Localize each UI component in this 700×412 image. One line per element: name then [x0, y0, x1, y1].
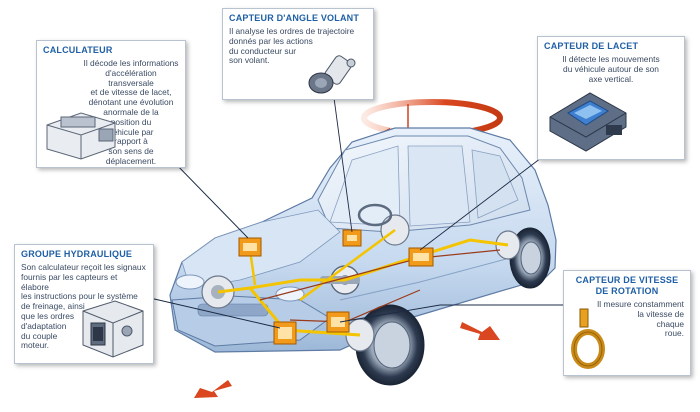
callout-text: Son calculateur reçoit les signaux fourn…	[21, 262, 146, 351]
callout-capteur-angle-volant: CAPTEUR D'ANGLE VOLANT Il analyse les or…	[222, 8, 374, 100]
wheels	[201, 214, 551, 386]
ecu-icon	[46, 112, 116, 160]
motion-arrows	[194, 322, 500, 398]
callout-text: Il mesure constamment la vitesse de chaq…	[596, 299, 684, 339]
callout-text: Il analyse les ordres de trajectoire don…	[229, 26, 355, 66]
sensor-markers	[238, 229, 434, 345]
callout-capteur-lacet: CAPTEUR DE LACET Il détecte les mouvemen…	[537, 36, 685, 160]
hydraulic-unit-icon	[82, 300, 144, 358]
callout-text: Il détecte les mouvements du véhicule au…	[562, 54, 660, 84]
callout-title: CAPTEUR DE VITESSE DE ROTATION	[575, 275, 679, 296]
callout-calculateur: CALCULATEUR Il décode les informations d…	[36, 40, 186, 168]
wheel-speed-sensor-icon	[571, 308, 605, 369]
callout-title: CAPTEUR DE LACET	[544, 41, 639, 51]
callout-capteur-vitesse-rotation: CAPTEUR DE VITESSE DE ROTATION Il mesure…	[563, 270, 691, 376]
yaw-sensor-icon	[549, 92, 627, 152]
callout-groupe-hydraulique: GROUPE HYDRAULIQUE Son calculateur reçoi…	[14, 244, 154, 364]
callout-text: Il décode les informations d'accélératio…	[83, 58, 179, 166]
steering-angle-sensor-icon	[308, 55, 356, 94]
car-body	[169, 127, 557, 353]
callout-title: CALCULATEUR	[43, 45, 113, 55]
callout-title: GROUPE HYDRAULIQUE	[21, 249, 133, 259]
callout-title: CAPTEUR D'ANGLE VOLANT	[229, 13, 360, 23]
